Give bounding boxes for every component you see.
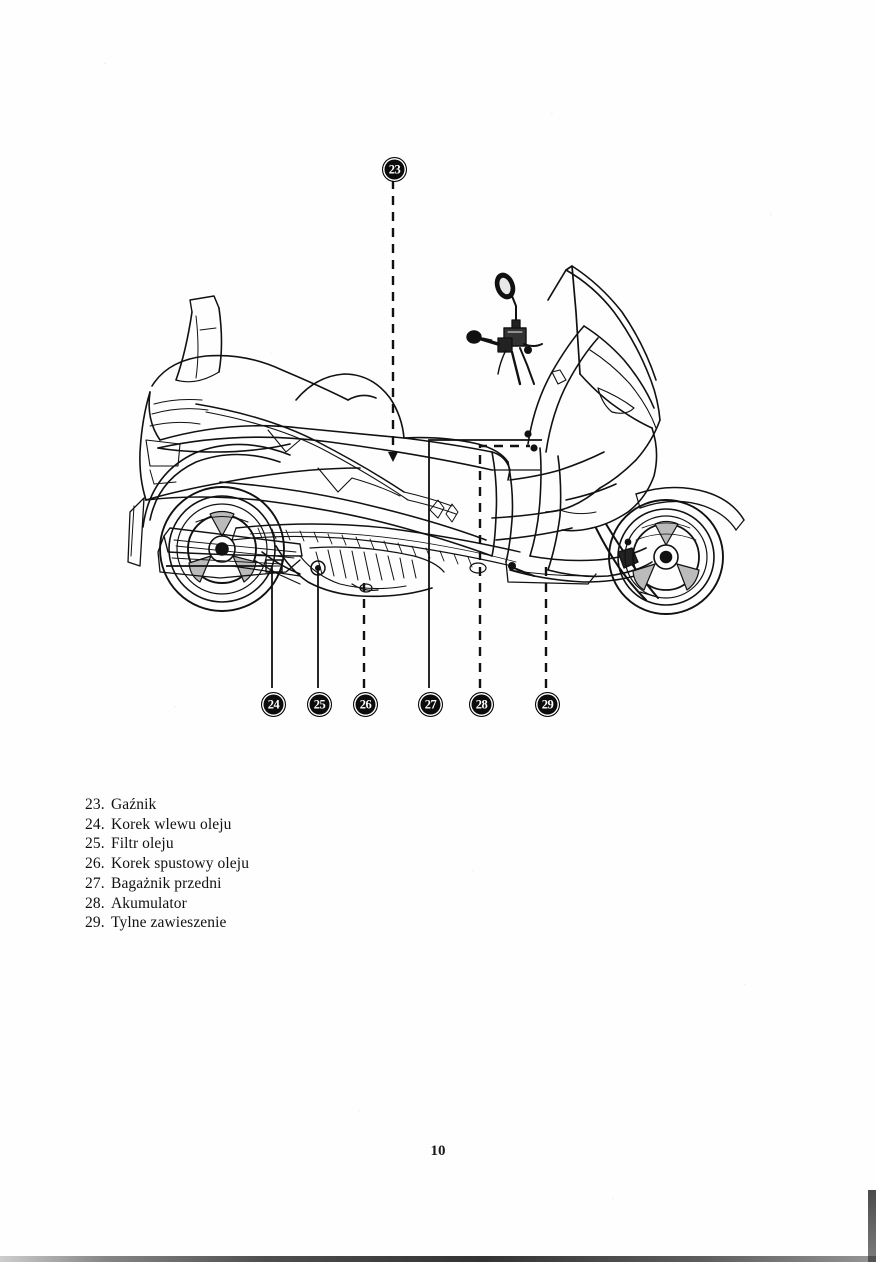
legend-label-26: Korek spustowy oleju bbox=[111, 855, 250, 873]
leader-line-28 bbox=[478, 444, 530, 688]
seat bbox=[148, 354, 511, 481]
legend-item-26: 26. Korek spustowy oleju bbox=[85, 854, 505, 874]
scan-edge-bottom bbox=[0, 1256, 876, 1262]
front-fairing bbox=[545, 265, 661, 532]
legend-label-23: Gaźnik bbox=[111, 796, 157, 813]
callout-number-25: 25 bbox=[313, 697, 326, 712]
handlebar-mirror bbox=[466, 272, 543, 386]
callout-marker-25: 25 bbox=[307, 692, 332, 717]
backrest bbox=[175, 295, 223, 383]
engine-assembly bbox=[231, 545, 445, 598]
callout-number-29: 29 bbox=[541, 697, 554, 712]
floorboard bbox=[231, 523, 521, 568]
legend-item-25: 25. Filtr oleju bbox=[85, 834, 505, 854]
callout-number-23: 23 bbox=[388, 162, 401, 177]
legend-item-29: 29. Tylne zawieszenie bbox=[85, 913, 505, 933]
rear-side-panel bbox=[139, 391, 493, 557]
scooter-diagram: 23 24 25 26 27 28 29 bbox=[127, 157, 745, 717]
legend-item-27: 27. Bagażnik przedni bbox=[85, 874, 505, 894]
front-fork bbox=[595, 523, 659, 601]
legend-number-26: 26. bbox=[85, 855, 105, 873]
leader-line-27 bbox=[428, 439, 542, 688]
legend-label-27: Bagażnik przedni bbox=[111, 874, 222, 892]
legend-number-24: 24. bbox=[85, 815, 105, 833]
callout-leaders bbox=[166, 180, 548, 688]
callout-number-28: 28 bbox=[475, 697, 488, 712]
callout-number-24: 24 bbox=[267, 697, 280, 712]
leader-line-24 bbox=[166, 565, 273, 688]
legend-number-28: 28. bbox=[85, 894, 105, 912]
callout-number-26: 26 bbox=[359, 697, 372, 712]
legend-number-29: 29. bbox=[85, 914, 105, 932]
legend-item-28: 28. Akumulator bbox=[85, 894, 505, 914]
front-fender bbox=[635, 486, 745, 531]
legend-item-24: 24. Korek wlewu oleju bbox=[85, 815, 505, 835]
legend-label-24: Korek wlewu oleju bbox=[111, 815, 232, 833]
callout-marker-27: 27 bbox=[418, 692, 443, 717]
callout-marker-26: 26 bbox=[353, 692, 378, 717]
callout-marker-29: 29 bbox=[535, 692, 560, 717]
exhaust-muffler bbox=[157, 527, 303, 579]
callout-marker-28: 28 bbox=[469, 692, 494, 717]
legend-label-25: Filtr oleju bbox=[111, 835, 174, 853]
parts-legend: 23. Gaźnik 24. Korek wlewu oleju 25. Filtr … bbox=[85, 795, 505, 933]
scooter-line-art bbox=[127, 180, 745, 688]
lower-apron bbox=[469, 561, 597, 585]
callout-marker-24: 24 bbox=[261, 692, 286, 717]
legend-item-23: 23. Gaźnik bbox=[85, 795, 505, 815]
legend-number-25: 25. bbox=[85, 835, 105, 853]
legend-label-28: Akumulator bbox=[111, 894, 187, 912]
legend-number-23: 23. bbox=[85, 796, 105, 813]
callout-marker-23: 23 bbox=[382, 157, 407, 182]
legend-number-27: 27. bbox=[85, 874, 105, 892]
front-wheel bbox=[608, 499, 724, 615]
page-number: 10 bbox=[430, 1143, 446, 1159]
legend-label-29: Tylne zawieszenie bbox=[111, 914, 227, 932]
leader-arrow-23 bbox=[388, 452, 398, 462]
callout-number-27: 27 bbox=[424, 697, 437, 712]
detail-lines bbox=[351, 477, 459, 523]
scan-edge-right bbox=[868, 1190, 876, 1262]
